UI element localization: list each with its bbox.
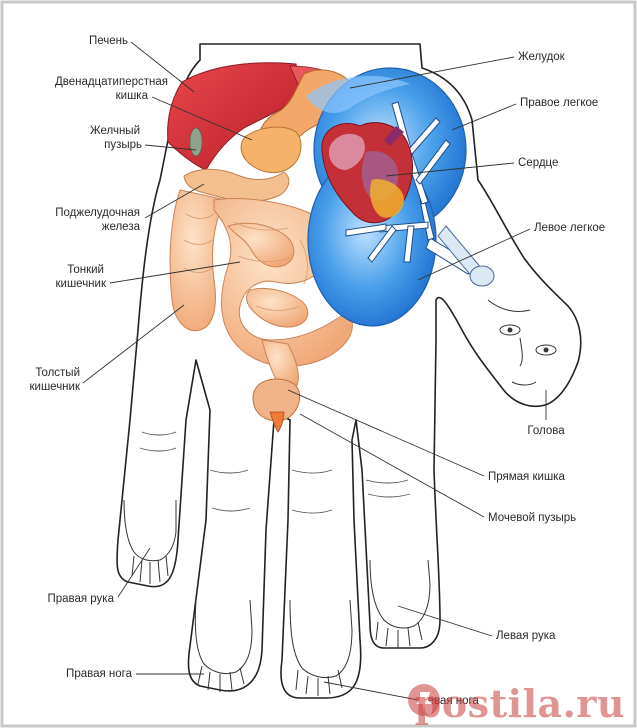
label-large-intestine-line2: кишечник bbox=[29, 381, 81, 393]
limb-figures bbox=[123, 499, 431, 696]
label-left-arm: Левая рука bbox=[496, 630, 556, 642]
label-small-intestine-line1: Тонкий bbox=[67, 264, 104, 276]
bladder bbox=[252, 378, 301, 422]
heart bbox=[321, 122, 413, 224]
label-duodenum-line1: Двенадцатиперстная bbox=[54, 76, 168, 88]
label-bladder: Мочевой пузырь bbox=[488, 512, 577, 524]
label-large-intestine-line1: Толстый bbox=[35, 367, 80, 379]
pancreas bbox=[183, 168, 290, 202]
label-stomach: Желудок bbox=[518, 51, 565, 63]
label-rectum: Прямая кишка bbox=[488, 471, 565, 483]
intestine-folds bbox=[183, 213, 308, 311]
label-left-lung: Левое легкое bbox=[534, 222, 606, 234]
label-right-lung: Правое легкое bbox=[520, 97, 599, 109]
pin-icon bbox=[408, 684, 440, 716]
rectum bbox=[269, 411, 285, 433]
head-figure bbox=[487, 299, 557, 386]
label-head: Голова bbox=[527, 425, 565, 437]
finger-creases bbox=[139, 431, 411, 514]
label-gallbladder-line2: пузырь bbox=[104, 139, 142, 151]
label-gallbladder-line1: Желчный bbox=[90, 125, 140, 137]
pointer-lines bbox=[82, 41, 547, 701]
label-pancreas-line1: Поджелудочная bbox=[55, 207, 140, 219]
watermark: postila.ru bbox=[414, 681, 625, 726]
label-heart: Сердце bbox=[518, 157, 559, 169]
duodenum bbox=[240, 126, 302, 173]
label-right-arm: Правая рука bbox=[47, 593, 114, 605]
trachea bbox=[437, 225, 495, 287]
label-liver: Печень bbox=[88, 35, 128, 47]
gallbladder bbox=[189, 127, 203, 157]
label-duodenum-line2: кишка bbox=[115, 90, 148, 102]
label-pancreas-line2: железа bbox=[101, 221, 140, 233]
label-small-intestine-line2: кишечник bbox=[55, 278, 107, 290]
label-right-leg: Правая нога bbox=[66, 668, 132, 680]
